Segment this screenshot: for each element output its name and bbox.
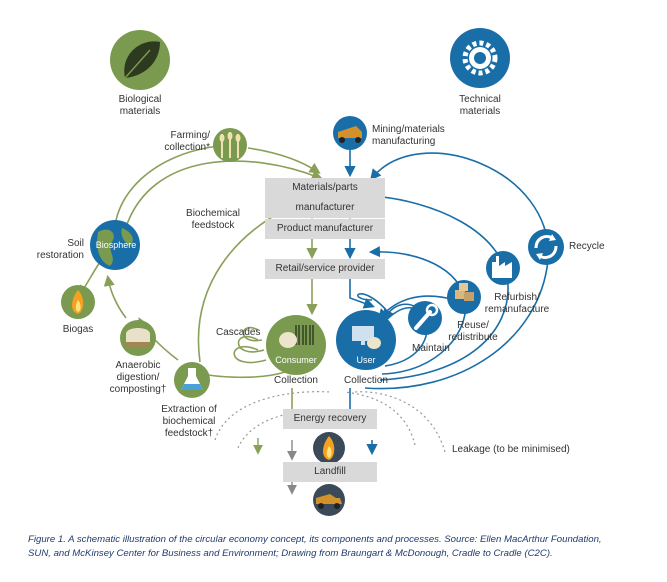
wrench-icon: [408, 301, 442, 335]
figure-caption: Figure 1. A schematic illustration of th…: [28, 534, 602, 559]
recycle-label: Recycle: [569, 241, 605, 252]
retail-provider-box: Retail/service provider: [265, 259, 385, 279]
flame-icon: [61, 285, 95, 319]
landfill-box: Landfill: [283, 462, 377, 482]
mining-label: Mining/materials manufacturing: [372, 124, 445, 147]
flask-icon: [174, 362, 210, 398]
biological-materials-heading: Biological materials: [118, 94, 162, 117]
product-manufacturer-box: Product manufacturer: [265, 219, 385, 239]
consumer-icon: [266, 315, 326, 375]
dump-truck-icon: [313, 484, 345, 516]
biosphere-label: Biosphere: [95, 240, 137, 250]
boxes-icon: [447, 280, 481, 314]
user-label: User: [356, 355, 376, 365]
biochemical-feedstock-label: Biochemical feedstock: [186, 208, 240, 231]
factory-icon: [486, 251, 520, 285]
recycle-icon: [528, 229, 564, 265]
wheat-icon: [213, 128, 247, 162]
mining-truck-icon: [333, 116, 367, 150]
monitor-icon: [352, 326, 374, 345]
gear-icon: [450, 28, 510, 88]
extraction-label: Extraction of biochemical feedstock†: [161, 404, 217, 439]
leakage-label: Leakage (to be minimised): [452, 444, 570, 455]
farming-label: Farming/ collection*: [164, 130, 210, 153]
leaf-icon: [110, 30, 170, 90]
consumer-label: Consumer: [275, 355, 317, 365]
compost-icon: [120, 320, 156, 356]
barcode-icon: [295, 325, 314, 345]
refurbish-label: Refurbish/ remanufacture: [484, 292, 550, 315]
energy-flame-icon: [313, 432, 345, 464]
cascades-label: Cascades: [216, 327, 261, 338]
materials-manufacturer-box: Materials/parts manufacturer: [265, 178, 385, 218]
biogas-label: Biogas: [62, 324, 94, 335]
globe-icon: [90, 220, 140, 270]
collection-right-label: Collection: [344, 375, 388, 386]
anaerobic-label: Anaerobic digestion/ composting†: [109, 360, 167, 395]
energy-recovery-box: Energy recovery: [283, 409, 377, 429]
maintain-label: Maintain: [412, 343, 450, 354]
reuse-label: Reuse/ redistribute: [448, 320, 498, 343]
collection-left-label: Collection: [274, 375, 318, 386]
soil-restoration-label: Soil restoration: [36, 238, 84, 261]
technical-materials-heading: Technical materials: [459, 94, 501, 117]
user-icon: [336, 310, 396, 370]
